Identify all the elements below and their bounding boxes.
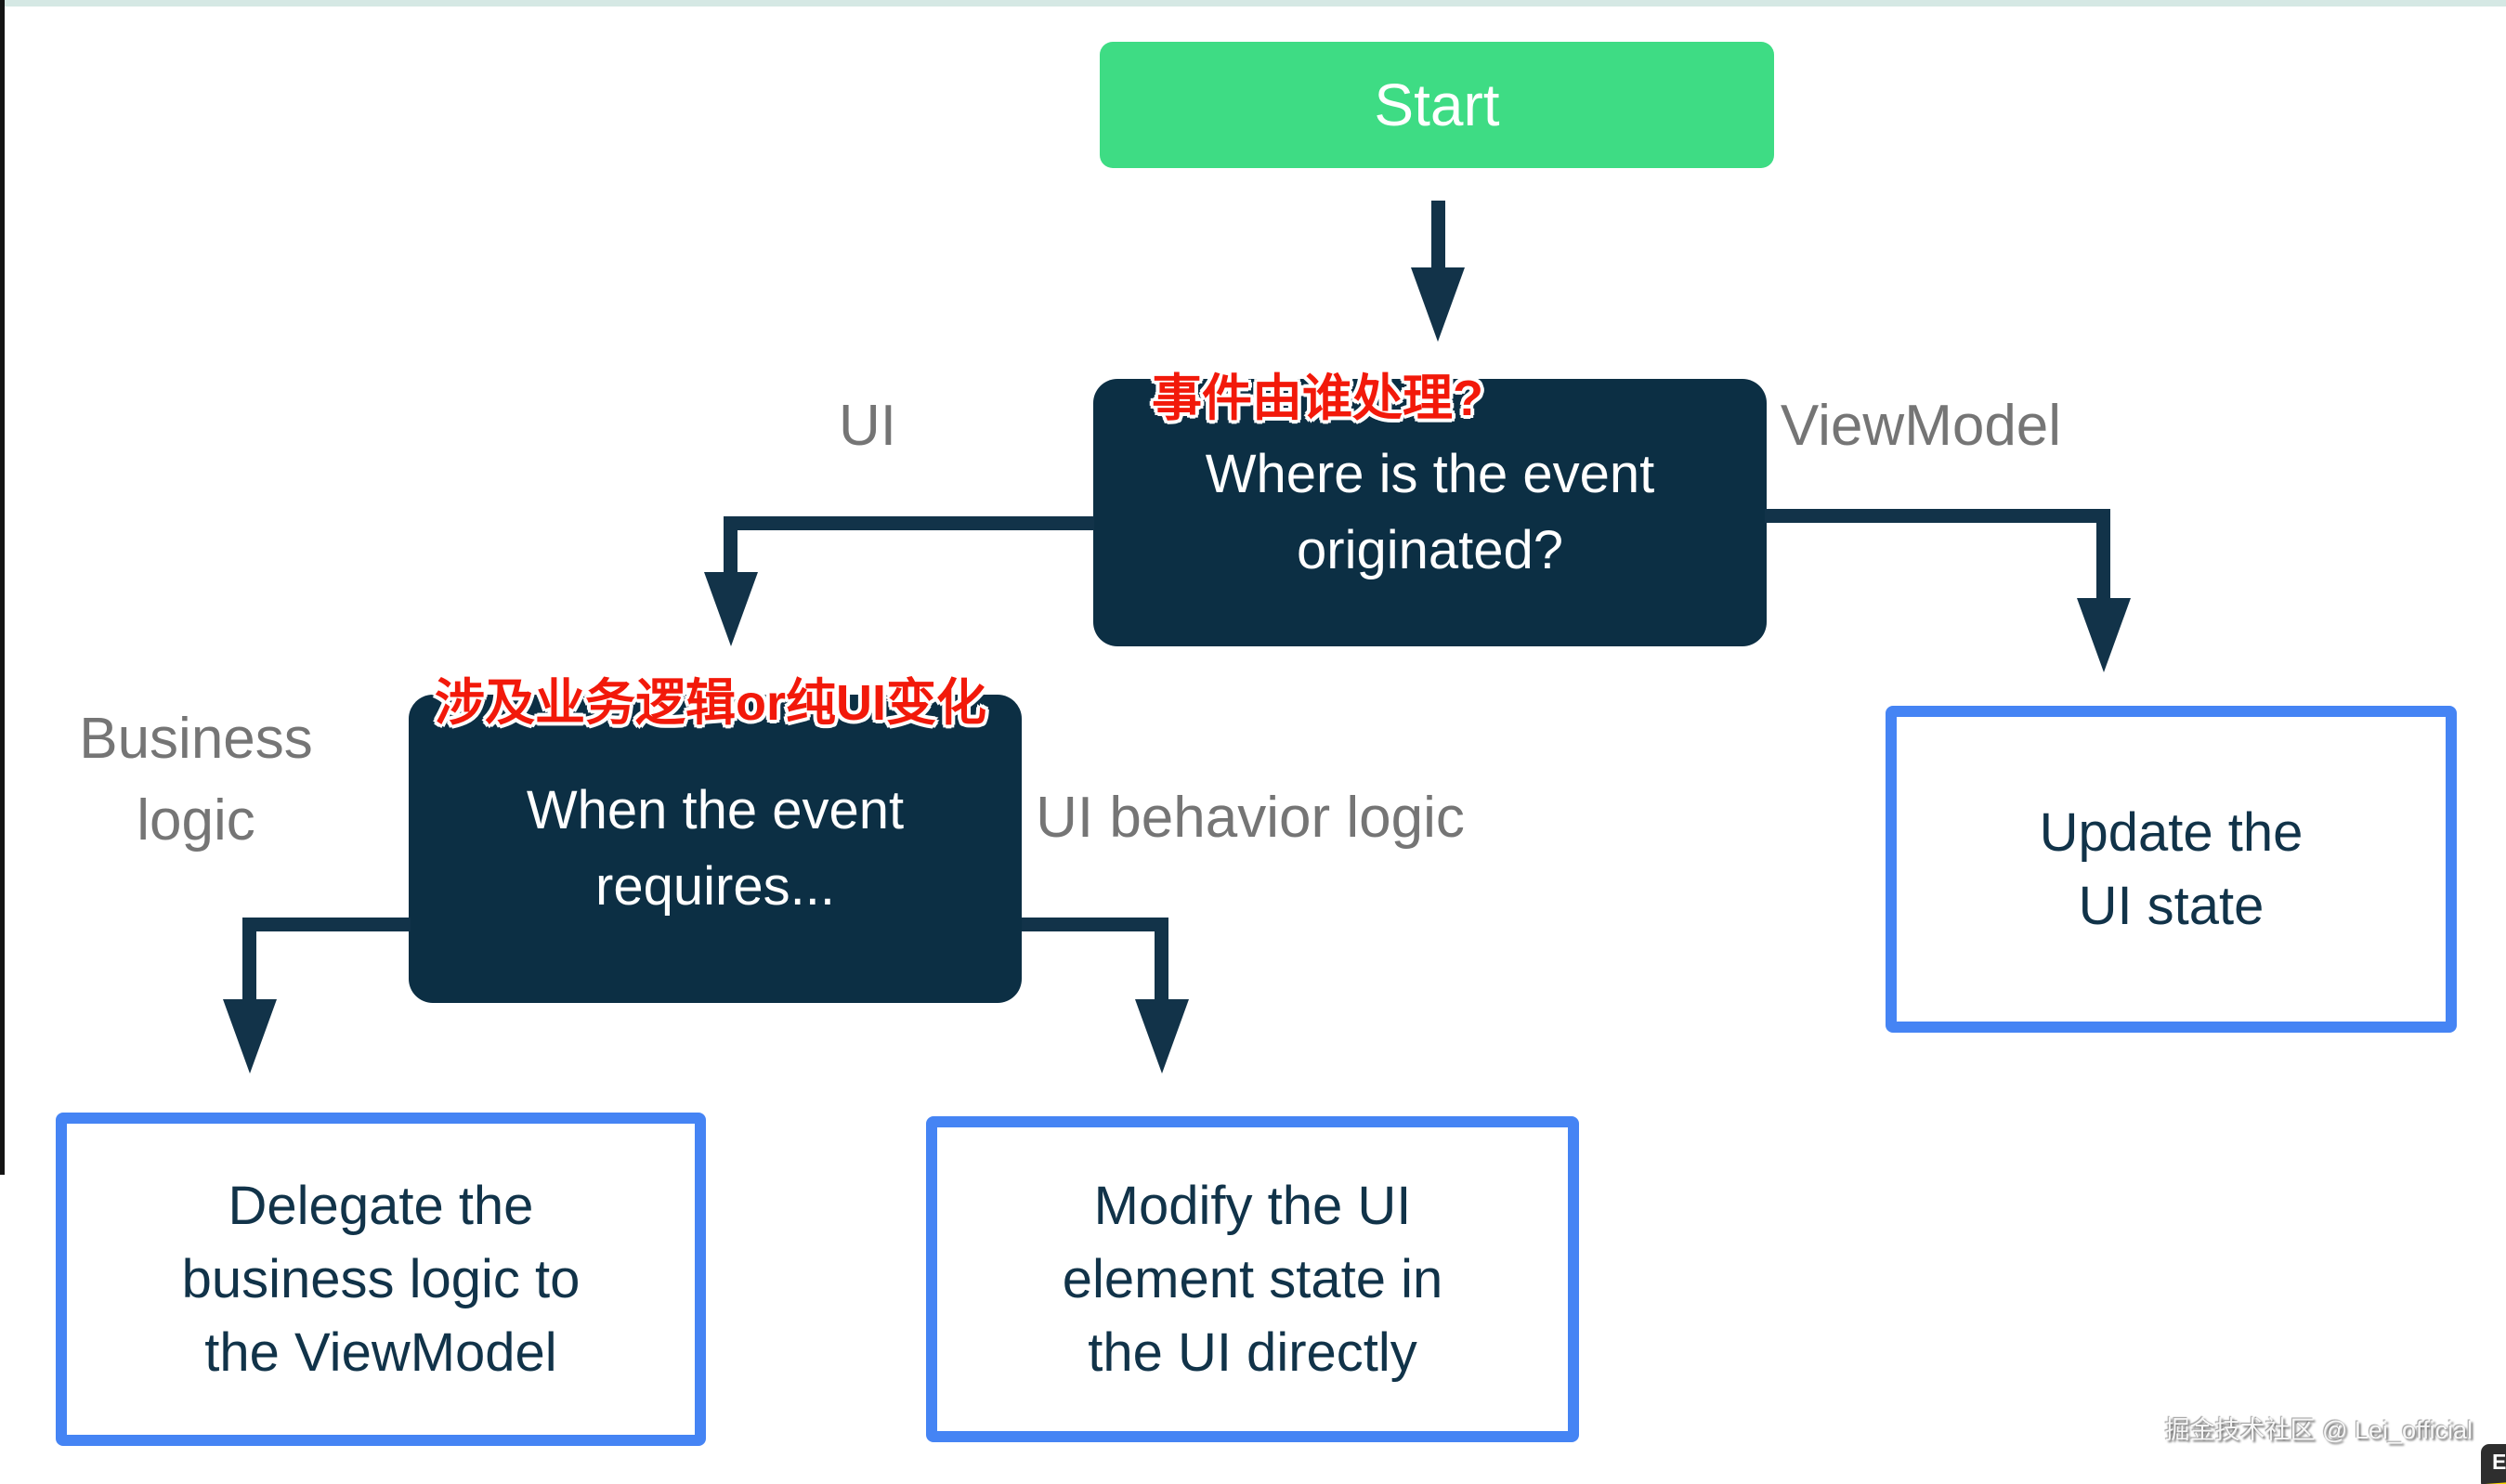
arrow-ui-behavior-horizontal <box>1022 918 1168 931</box>
arrow-start-to-origin-head <box>1411 267 1465 342</box>
node-update-line2: UI state <box>2078 876 2265 936</box>
top-edge-strip <box>0 0 2506 7</box>
node-modify-line1: Modify the UI <box>1093 1176 1412 1236</box>
node-when-event-requires: When the event requires... <box>409 695 1022 1003</box>
node-modify-ui-element-state: Modify the UI element state in the UI di… <box>926 1116 1579 1442</box>
node-delegate-line1: Delegate the <box>228 1176 534 1236</box>
branch-label-ui: UI <box>839 394 896 458</box>
annotation-business-or-pure-ui: 涉及业务逻辑or纯UI变化 <box>435 675 986 731</box>
node-update-ui-state: Update the UI state <box>1886 706 2457 1033</box>
corner-key-badge: E <box>2481 1444 2506 1484</box>
node-requires-line1: When the event <box>526 780 905 840</box>
arrow-viewmodel-branch-horizontal <box>1765 509 2110 523</box>
node-modify-line2: element state in <box>1062 1249 1443 1309</box>
node-modify-line3: the UI directly <box>1088 1322 1417 1383</box>
node-start-label: Start <box>1374 72 1500 138</box>
arrow-ui-branch-horizontal <box>724 516 1094 530</box>
arrow-business-logic-horizontal <box>242 918 411 931</box>
node-delegate-line2: business logic to <box>181 1249 581 1309</box>
arrow-viewmodel-branch-vertical <box>2096 509 2110 602</box>
node-delegate-business-logic: Delegate the business logic to the ViewM… <box>56 1113 706 1446</box>
arrow-ui-branch-vertical <box>724 516 737 576</box>
branch-label-viewmodel: ViewModel <box>1780 394 2062 458</box>
arrow-ui-branch-head <box>704 572 758 646</box>
node-delegate-line3: the ViewModel <box>204 1322 557 1383</box>
node-update-line1: Update the <box>2039 802 2304 863</box>
corner-key-badge-letter: E <box>2492 1450 2506 1474</box>
arrow-start-to-origin-stem <box>1431 201 1445 271</box>
node-where-event-originated: Where is the event originated? <box>1093 379 1767 646</box>
corner-key-badge-yellow-strip <box>2481 1479 2506 1484</box>
watermark-text: 掘金技术社区 @ Lei_official <box>2164 1416 2473 1444</box>
left-edge-line <box>0 0 5 1175</box>
node-requires-line2: requires... <box>595 856 835 917</box>
arrow-business-logic-head <box>223 999 277 1074</box>
branch-label-business-line1: Business <box>79 707 313 771</box>
branch-label-business-logic: Business logic <box>79 698 313 862</box>
branch-label-business-line2: logic <box>137 788 255 853</box>
node-origin-line1: Where is the event <box>1205 444 1655 504</box>
branch-label-ui-behavior-logic: UI behavior logic <box>1036 786 1465 850</box>
arrow-ui-behavior-head <box>1135 999 1189 1074</box>
arrow-ui-behavior-vertical <box>1155 918 1168 1003</box>
arrow-business-logic-vertical <box>242 918 256 1003</box>
annotation-who-handles-event: 事件由谁处理? <box>1152 371 1483 426</box>
node-start: Start <box>1100 42 1774 168</box>
node-origin-line2: originated? <box>1297 520 1563 580</box>
arrow-viewmodel-branch-head <box>2077 598 2131 672</box>
